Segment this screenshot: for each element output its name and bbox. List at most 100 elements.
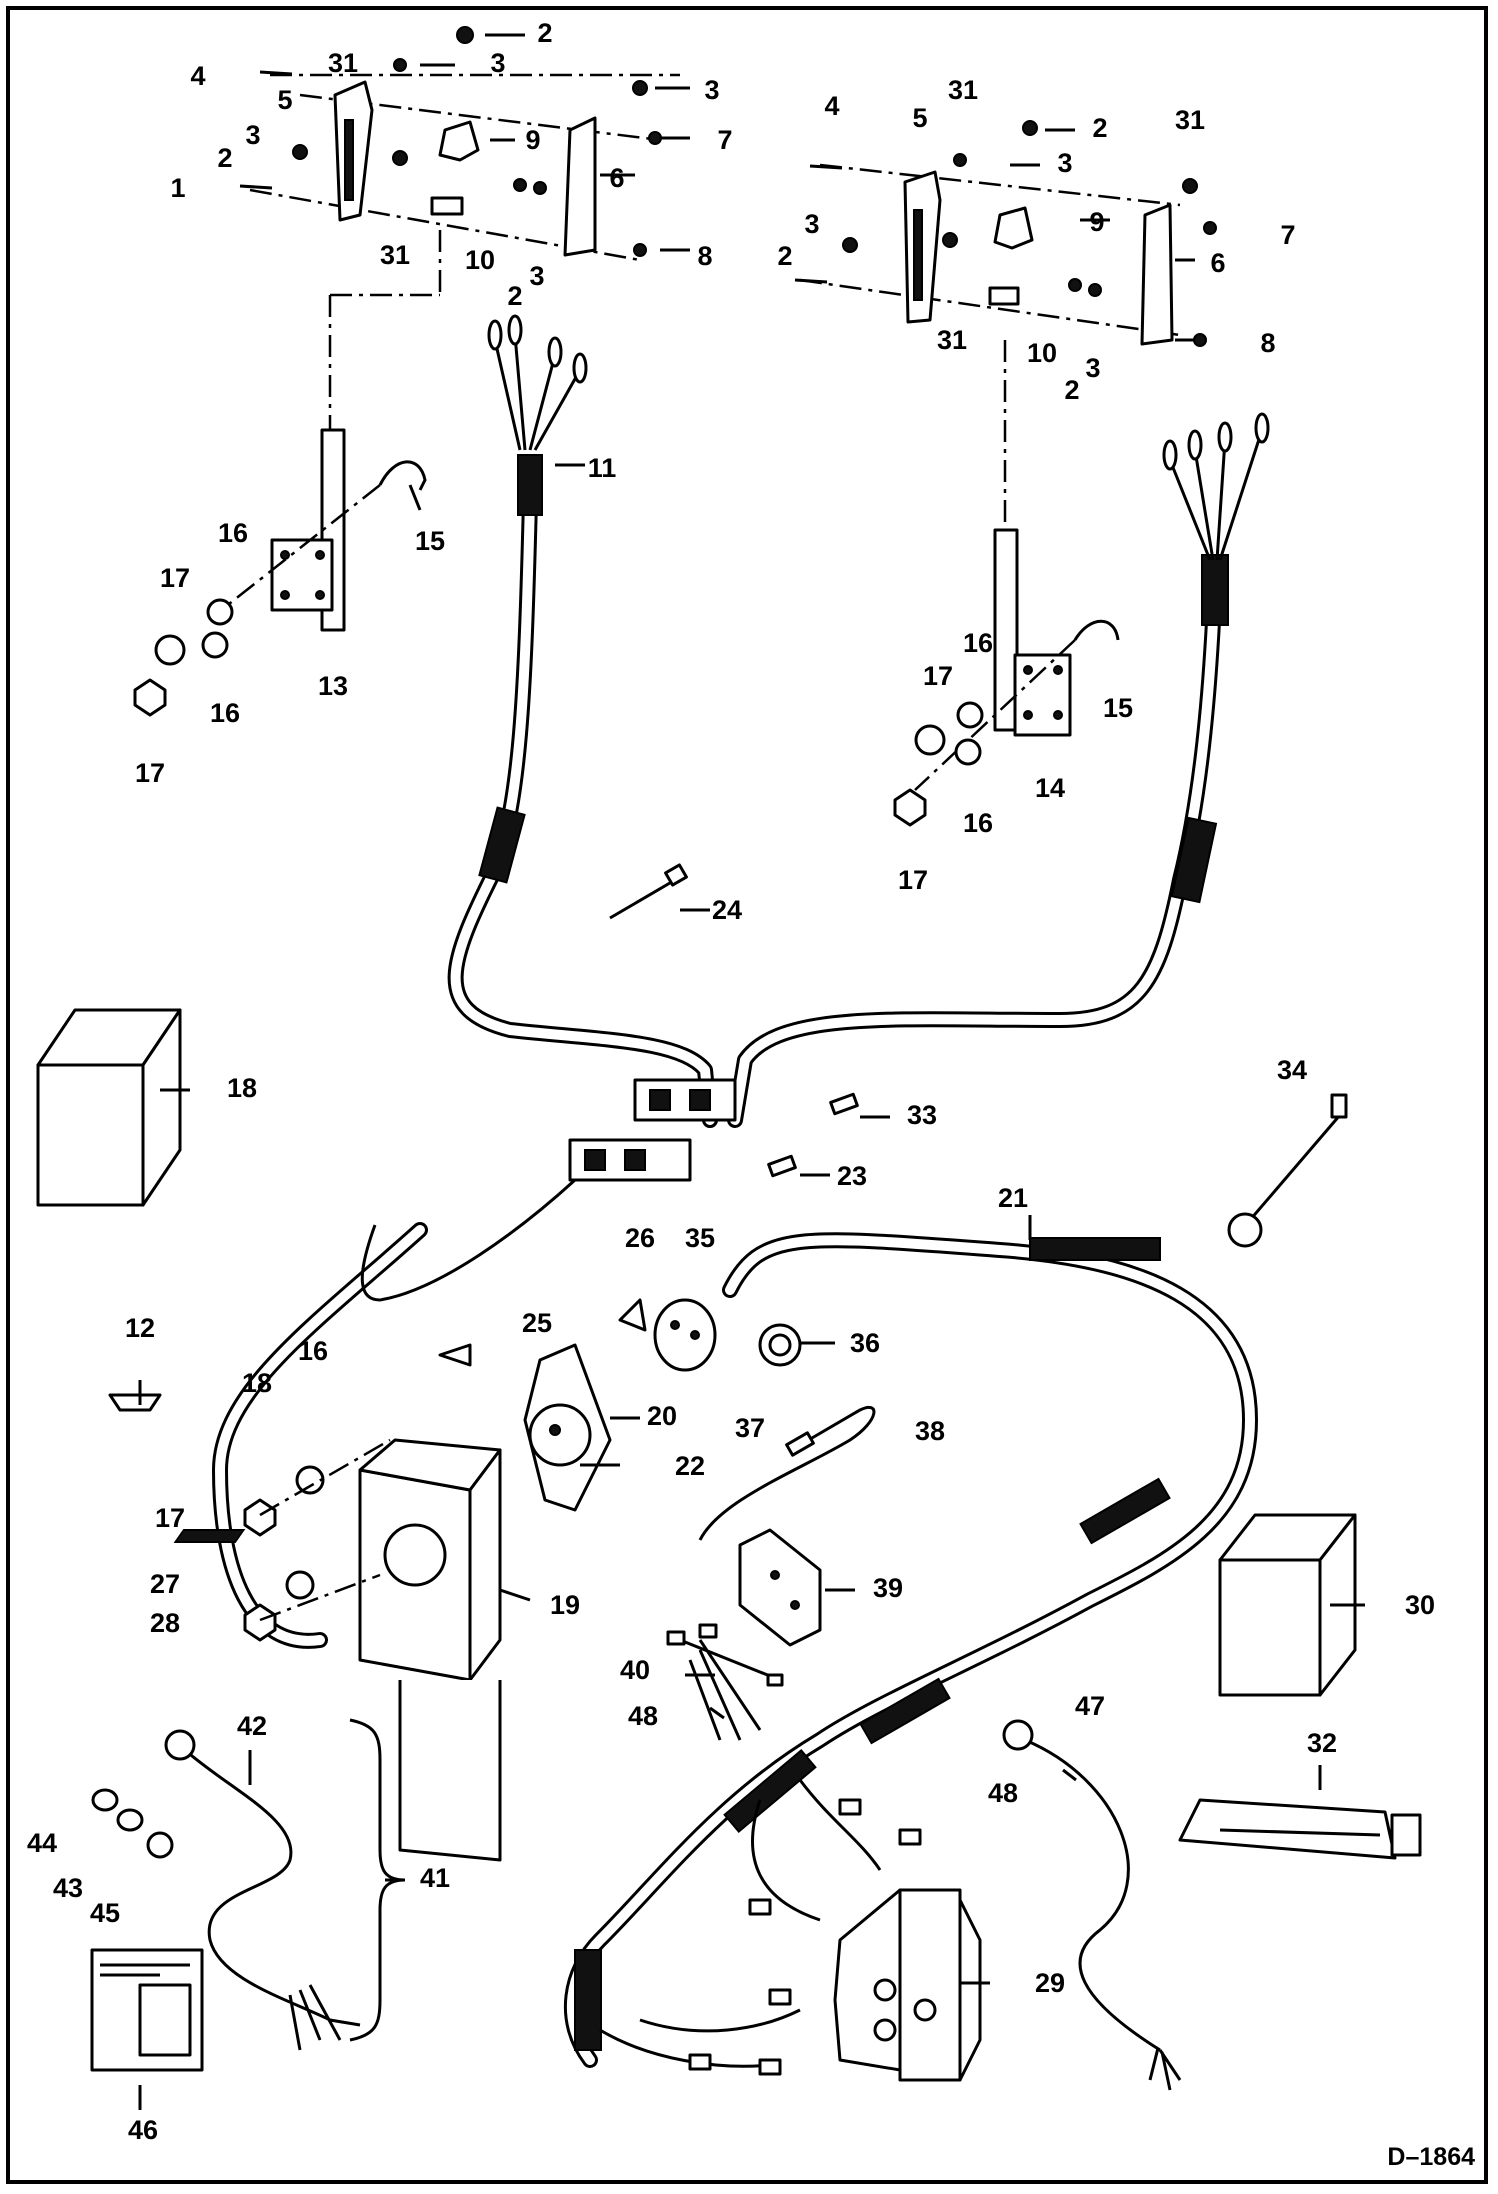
callout-4: 4 bbox=[190, 61, 205, 91]
callout-15: 15 bbox=[1103, 693, 1133, 723]
callout-2: 2 bbox=[777, 241, 792, 271]
callout-3: 3 bbox=[490, 48, 505, 78]
callout-31: 31 bbox=[1175, 105, 1205, 135]
callout-8: 8 bbox=[1260, 328, 1275, 358]
callout-24: 24 bbox=[712, 895, 742, 925]
callout-labels: 1 2 2 2 2 2 2 3 3 3 3 3 3 3 4 4 5 5 6 6 … bbox=[27, 18, 1475, 2171]
valve-29 bbox=[599, 1779, 982, 2082]
callout-20: 20 bbox=[647, 1401, 677, 1431]
callout-43: 43 bbox=[53, 1873, 83, 1903]
box-18 bbox=[36, 1008, 182, 1207]
callout-2: 2 bbox=[1092, 113, 1107, 143]
callout-34: 34 bbox=[1277, 1055, 1307, 1085]
callout-47: 47 bbox=[1075, 1691, 1105, 1721]
callout-9: 9 bbox=[1089, 207, 1104, 237]
callout-39: 39 bbox=[873, 1573, 903, 1603]
kit-41 bbox=[90, 1718, 406, 2072]
harness-11-wire-ends bbox=[487, 314, 1270, 561]
callout-16: 16 bbox=[298, 1336, 328, 1366]
drawing-code: D–1864 bbox=[1387, 2143, 1475, 2171]
callout-5: 5 bbox=[912, 103, 927, 133]
callout-2: 2 bbox=[537, 18, 552, 48]
callout-28: 28 bbox=[150, 1608, 180, 1638]
callout-26: 26 bbox=[625, 1223, 655, 1253]
leader-lines bbox=[138, 33, 1365, 2110]
bracket-13 bbox=[133, 428, 427, 717]
callout-3: 3 bbox=[529, 261, 544, 291]
callout-5: 5 bbox=[277, 85, 292, 115]
callout-15: 15 bbox=[415, 526, 445, 556]
callout-27: 27 bbox=[150, 1569, 180, 1599]
callout-30: 30 bbox=[1405, 1590, 1435, 1620]
callout-16: 16 bbox=[210, 698, 240, 728]
callout-31: 31 bbox=[948, 75, 978, 105]
callout-46: 46 bbox=[128, 2115, 158, 2145]
callout-31: 31 bbox=[328, 48, 358, 78]
callout-17: 17 bbox=[155, 1503, 185, 1533]
callout-18: 18 bbox=[227, 1073, 257, 1103]
callout-42: 42 bbox=[237, 1711, 267, 1741]
callout-38: 38 bbox=[915, 1416, 945, 1446]
bracket-39 bbox=[738, 1528, 822, 1647]
callout-32: 32 bbox=[1307, 1728, 1337, 1758]
callout-25: 25 bbox=[522, 1308, 552, 1338]
callout-14: 14 bbox=[1035, 773, 1065, 803]
callout-29: 29 bbox=[1035, 1968, 1065, 1998]
callout-33: 33 bbox=[907, 1100, 937, 1130]
callout-4: 4 bbox=[824, 91, 839, 121]
callout-6: 6 bbox=[1210, 248, 1225, 278]
cable-tie-24 bbox=[609, 863, 688, 920]
left-handle-assembly bbox=[239, 26, 680, 430]
callout-3: 3 bbox=[804, 209, 819, 239]
callout-9: 9 bbox=[525, 125, 540, 155]
callout-3: 3 bbox=[1057, 148, 1072, 178]
callout-11: 11 bbox=[588, 453, 617, 483]
callout-48: 48 bbox=[628, 1701, 658, 1731]
callout-23: 23 bbox=[837, 1161, 867, 1191]
callout-37: 37 bbox=[735, 1413, 765, 1443]
callout-22: 22 bbox=[675, 1451, 705, 1481]
callout-16: 16 bbox=[963, 808, 993, 838]
callout-44: 44 bbox=[27, 1828, 57, 1858]
callout-16: 16 bbox=[963, 628, 993, 658]
callout-8: 8 bbox=[697, 241, 712, 271]
callout-41: 41 bbox=[420, 1863, 450, 1893]
callout-45: 45 bbox=[90, 1898, 120, 1928]
callout-21: 21 bbox=[998, 1183, 1028, 1213]
callout-10: 10 bbox=[465, 245, 495, 275]
callout-31: 31 bbox=[937, 325, 967, 355]
harness-40 bbox=[666, 1623, 1077, 1782]
right-handle-assembly bbox=[794, 120, 1217, 530]
hardware-left bbox=[108, 1393, 391, 1642]
callout-36: 36 bbox=[850, 1328, 880, 1358]
callout-2: 2 bbox=[1064, 375, 1079, 405]
tube-32 bbox=[1178, 1798, 1422, 1860]
callout-19: 19 bbox=[550, 1590, 580, 1620]
callout-6: 6 bbox=[609, 163, 624, 193]
callout-17: 17 bbox=[160, 563, 190, 593]
callout-3: 3 bbox=[704, 75, 719, 105]
callout-1: 1 bbox=[170, 173, 185, 203]
callout-12: 12 bbox=[125, 1313, 155, 1343]
callout-48: 48 bbox=[988, 1778, 1018, 1808]
callout-40: 40 bbox=[620, 1655, 650, 1685]
cable-47 bbox=[1002, 1719, 1182, 2091]
callout-16: 16 bbox=[218, 518, 248, 548]
callout-3: 3 bbox=[1085, 353, 1100, 383]
harness-hoses bbox=[212, 454, 1258, 2068]
callout-31: 31 bbox=[380, 240, 410, 270]
cable-38 bbox=[698, 1405, 876, 1541]
callout-10: 10 bbox=[1027, 338, 1057, 368]
callout-7: 7 bbox=[717, 125, 732, 155]
connector-block bbox=[360, 1078, 1348, 1302]
callout-7: 7 bbox=[1280, 220, 1295, 250]
callout-17: 17 bbox=[135, 758, 165, 788]
callout-17: 17 bbox=[898, 865, 928, 895]
callout-35: 35 bbox=[685, 1223, 715, 1253]
callout-2: 2 bbox=[507, 281, 522, 311]
callout-3: 3 bbox=[245, 120, 260, 150]
box-30 bbox=[173, 1513, 1357, 1697]
callout-18: 18 bbox=[242, 1368, 272, 1398]
callout-2: 2 bbox=[217, 143, 232, 173]
